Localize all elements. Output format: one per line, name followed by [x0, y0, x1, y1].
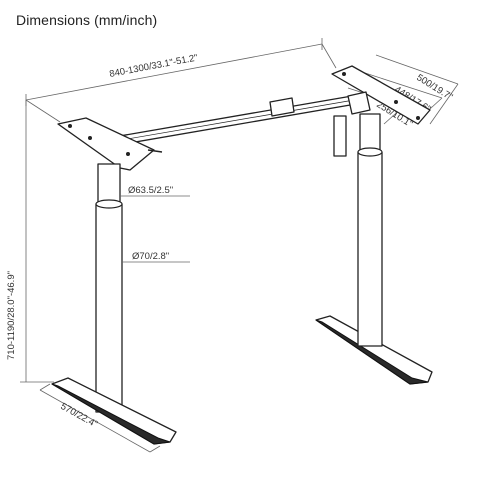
width-extension-left [25, 99, 61, 123]
motor-housing [347, 91, 371, 115]
crossbar [107, 95, 357, 147]
left-bracket-hole [68, 124, 72, 128]
upper-column-diameter-label: Ø63.5/2.5" [128, 185, 173, 196]
left-foot-base [51, 383, 171, 445]
right-bracket-hole [394, 100, 398, 104]
crossbar-clip [269, 97, 295, 117]
width-extension-right [321, 43, 337, 69]
left-bracket-hole [126, 152, 130, 156]
foot-dimension-tick-left [39, 383, 51, 391]
left-column: Ø63.5/2.5" Ø70/2.8" [95, 163, 190, 413]
right-bracket-hole [342, 72, 346, 76]
left-bracket-hole [88, 136, 92, 140]
right-column-collar [357, 147, 383, 157]
right-bracket-plate [331, 65, 431, 125]
motor-body [333, 115, 347, 157]
left-column-collar [95, 199, 123, 209]
depth-extension-top [375, 54, 459, 85]
depth-dimension-line [429, 83, 459, 125]
right-lower-column [357, 151, 383, 347]
foot-dimension-line [39, 389, 151, 453]
left-bracket-plate [57, 117, 155, 171]
crossbar-edge [109, 99, 355, 143]
right-bracket [331, 65, 431, 157]
foot-dimension-tick-right [149, 445, 161, 453]
left-bracket [57, 117, 163, 171]
height-dimension: 710-1190/28.0"-46.9" [6, 100, 54, 383]
right-foot-base [315, 319, 429, 385]
top-bracket-extension [361, 71, 443, 99]
page-title: Dimensions (mm/inch) [16, 12, 158, 28]
left-bracket-screw [147, 149, 163, 153]
left-lower-column [95, 203, 123, 413]
right-column [357, 113, 383, 347]
width-dimension-line [25, 43, 323, 101]
lower-column-diameter-label: Ø70/2.8" [132, 251, 169, 262]
right-foot [315, 315, 433, 385]
right-bracket-hole [416, 116, 420, 120]
height-dimension-label: 710-1190/28.0"-46.9" [6, 271, 17, 360]
left-foot [51, 377, 177, 445]
